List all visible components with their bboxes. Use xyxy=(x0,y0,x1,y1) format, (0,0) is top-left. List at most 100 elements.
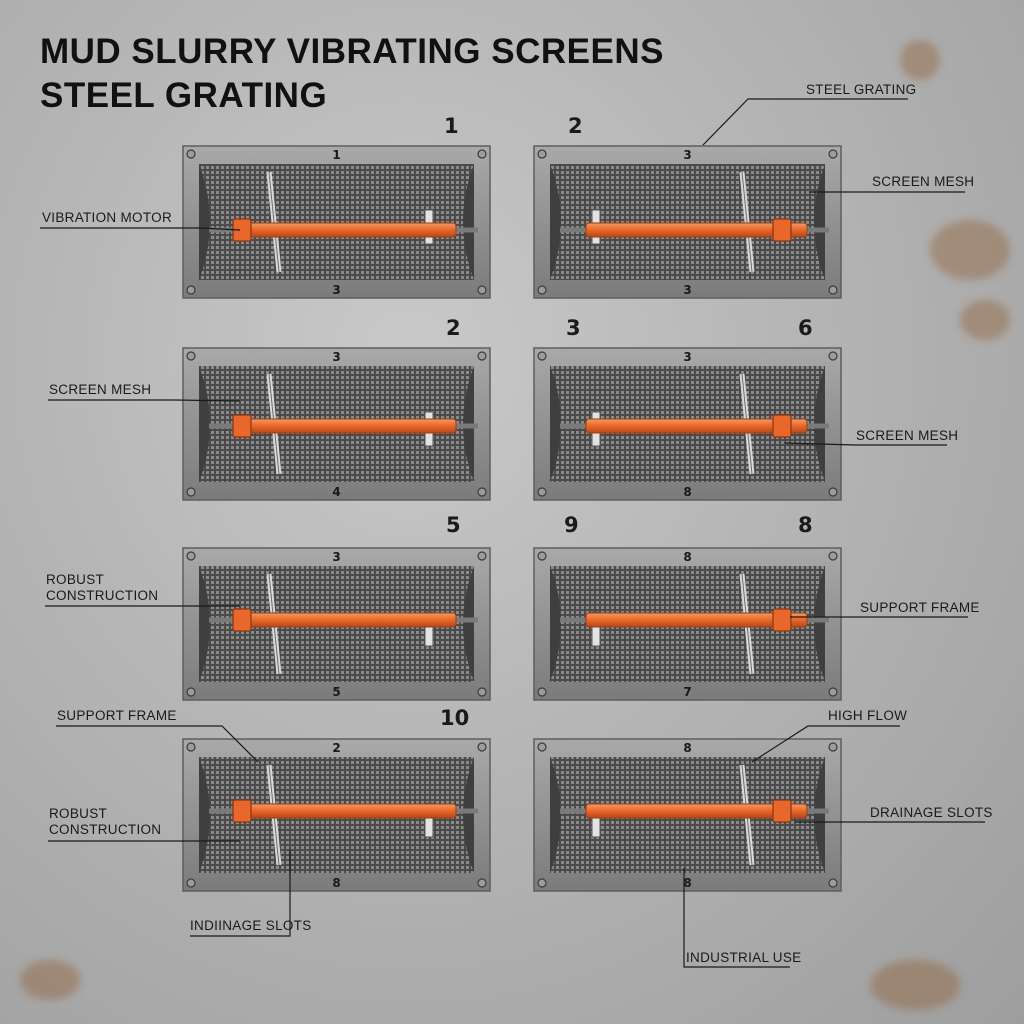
bolt xyxy=(477,551,487,561)
page-title: MUD SLURRY VIBRATING SCREENS xyxy=(40,32,664,71)
vibration-shaft xyxy=(234,222,457,238)
bolt xyxy=(477,351,487,361)
bolt xyxy=(477,878,487,888)
page-subtitle: STEEL GRATING xyxy=(40,76,328,115)
label-high-flow: HIGH FLOW xyxy=(828,708,908,723)
panel-top-number: 2 xyxy=(332,741,340,755)
label-vibration-motor: VIBRATION MOTOR xyxy=(42,210,173,225)
label-indiinage-slots: INDIINAGE SLOTS xyxy=(190,918,312,933)
bolt xyxy=(537,687,547,697)
screen-panel: 13 xyxy=(182,145,491,299)
vibration-motor xyxy=(772,218,792,242)
bolt xyxy=(537,149,547,159)
row-number: 5 xyxy=(446,513,461,537)
rust-stain xyxy=(960,300,1010,340)
vibration-shaft xyxy=(585,612,808,628)
screen-panel: 88 xyxy=(533,738,842,892)
label-support-frame: SUPPORT FRAME xyxy=(57,708,177,723)
bolt xyxy=(186,878,196,888)
rust-stain xyxy=(870,960,960,1010)
panel-top-number: 3 xyxy=(332,550,340,564)
row-number: 6 xyxy=(798,316,813,340)
vibration-motor xyxy=(232,608,252,632)
bolt xyxy=(828,687,838,697)
label-drainage-slots: DRAINAGE SLOTS xyxy=(870,805,993,820)
bolt xyxy=(186,285,196,295)
bolt xyxy=(537,285,547,295)
panel-top-number: 8 xyxy=(683,741,691,755)
screen-panel: 34 xyxy=(182,347,491,501)
vibration-shaft xyxy=(585,803,808,819)
bolt xyxy=(186,149,196,159)
panel-bottom-number: 8 xyxy=(683,485,691,499)
panel-top-number: 1 xyxy=(332,148,340,162)
label-screen-mesh: SCREEN MESH xyxy=(856,428,959,443)
vibration-shaft xyxy=(585,222,808,238)
vibration-shaft xyxy=(585,418,808,434)
vibration-shaft xyxy=(234,612,457,628)
screen-mesh xyxy=(199,164,474,280)
bolt xyxy=(828,487,838,497)
label-robust-construction: ROBUST CONSTRUCTION xyxy=(46,572,159,604)
bolt xyxy=(186,687,196,697)
screen-panel: 33 xyxy=(533,145,842,299)
panel-top-number: 8 xyxy=(683,550,691,564)
vibration-motor xyxy=(772,799,792,823)
label-robust-construction: ROBUST CONSTRUCTION xyxy=(49,806,162,838)
rust-stain xyxy=(930,220,1010,280)
shaft-clamp xyxy=(424,802,434,838)
bolt xyxy=(537,487,547,497)
rust-stain xyxy=(900,40,940,80)
bolt xyxy=(537,551,547,561)
bolt xyxy=(186,351,196,361)
vibration-motor xyxy=(772,414,792,438)
vibration-motor xyxy=(772,608,792,632)
rust-stain xyxy=(20,960,80,1000)
row-number: 3 xyxy=(566,316,581,340)
bolt xyxy=(186,742,196,752)
panel-top-number: 3 xyxy=(332,350,340,364)
panel-top-number: 3 xyxy=(683,148,691,162)
vibration-motor xyxy=(232,799,252,823)
panel-bottom-number: 7 xyxy=(683,685,691,699)
panel-bottom-number: 8 xyxy=(683,876,691,890)
panel-bottom-number: 5 xyxy=(332,685,340,699)
label-steel-grating: STEEL GRATING xyxy=(806,82,917,97)
label-support-frame: SUPPORT FRAME xyxy=(860,600,980,615)
row-number: 9 xyxy=(564,513,579,537)
bolt xyxy=(186,551,196,561)
row-number: 2 xyxy=(446,316,461,340)
screen-panel: 38 xyxy=(533,347,842,501)
shaft-clamp xyxy=(424,611,434,647)
vibration-motor xyxy=(232,218,252,242)
bolt xyxy=(477,285,487,295)
bolt xyxy=(477,149,487,159)
panel-bottom-number: 4 xyxy=(332,485,340,499)
bolt xyxy=(828,742,838,752)
shaft-clamp xyxy=(591,611,601,647)
panel-bottom-number: 3 xyxy=(683,283,691,297)
row-number: 10 xyxy=(440,706,470,730)
row-number: 1 xyxy=(444,114,459,138)
screen-panel: 28 xyxy=(182,738,491,892)
panel-bottom-number: 3 xyxy=(332,283,340,297)
label-screen-mesh: SCREEN MESH xyxy=(872,174,975,189)
shaft-clamp xyxy=(591,802,601,838)
bolt xyxy=(537,351,547,361)
bolt xyxy=(477,687,487,697)
label-industrial-use: INDUSTRIAL USE xyxy=(686,950,802,965)
bolt xyxy=(828,878,838,888)
bolt xyxy=(537,878,547,888)
row-number: 2 xyxy=(568,114,583,138)
bolt xyxy=(477,742,487,752)
label-screen-mesh: SCREEN MESH xyxy=(49,382,152,397)
bolt xyxy=(186,487,196,497)
bolt xyxy=(828,351,838,361)
row-number: 8 xyxy=(798,513,813,537)
panel-bottom-number: 8 xyxy=(332,876,340,890)
panel-top-number: 3 xyxy=(683,350,691,364)
screen-mesh xyxy=(550,164,825,280)
vibration-shaft xyxy=(234,418,457,434)
